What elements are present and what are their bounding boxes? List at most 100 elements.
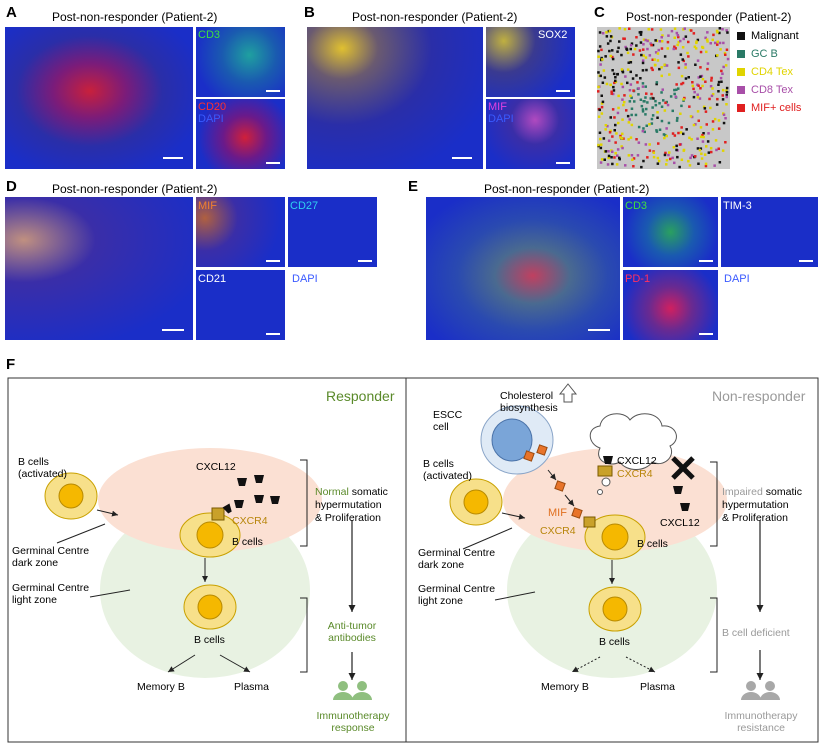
cell-dot [624, 164, 627, 167]
cd21-tag: CD21 [198, 273, 227, 285]
cell-dot [643, 130, 646, 134]
legend-item: Malignant [737, 30, 799, 42]
resp-dark-zone [98, 448, 322, 552]
cell-dot [687, 40, 690, 44]
cell-dot [715, 103, 719, 106]
cell-dot [648, 123, 651, 126]
cell-dot [607, 150, 610, 153]
cell-dot [598, 45, 602, 48]
cell-dot [641, 85, 645, 88]
cell-dot [697, 76, 700, 79]
cell-dot [598, 131, 602, 134]
cell-dot [725, 103, 728, 106]
cell-dot [642, 38, 646, 41]
cell-dot [651, 58, 654, 61]
cell-dot [691, 84, 694, 88]
cell-dot [610, 90, 613, 93]
cell-dot [617, 94, 620, 98]
cell-dot [635, 44, 638, 47]
panel-e-tim3-image: TIM-3 [721, 197, 818, 267]
cell-dot [642, 54, 645, 57]
cell-dot [696, 96, 700, 99]
cell-dot [699, 75, 702, 78]
cell-dot [709, 85, 713, 88]
cell-dot [711, 120, 715, 123]
cell-dot [680, 82, 683, 86]
cell-dot [629, 61, 633, 64]
cell-dot [650, 66, 653, 70]
cell-dot [650, 28, 654, 31]
panel-c-spatial-map [597, 27, 730, 169]
cell-dot [617, 121, 620, 125]
cell-dot [703, 107, 707, 110]
cell-dot [711, 38, 714, 42]
cell-dot [606, 124, 609, 128]
cell-dot [623, 37, 626, 40]
cell-dot [707, 151, 711, 154]
cell-dot [642, 159, 645, 163]
cell-dot [621, 146, 624, 150]
cell-dot [718, 31, 721, 35]
cell-dot [639, 98, 643, 101]
cell-dot [682, 149, 685, 152]
cell-dot [702, 132, 705, 135]
cell-dot [657, 48, 660, 52]
cell-dot [719, 48, 722, 51]
cell-dot [629, 44, 633, 47]
cell-dot [660, 40, 664, 43]
cell-dot [636, 81, 639, 84]
cell-dot [709, 106, 712, 110]
cell-dot [684, 66, 687, 69]
cell-dot [654, 103, 658, 107]
cell-dot [620, 53, 623, 57]
cell-dot [624, 75, 627, 78]
legend-item: GC B [737, 48, 778, 60]
cell-dot [605, 31, 608, 34]
cell-dot [597, 71, 600, 74]
cell-dot [648, 149, 652, 152]
cell-dot [688, 136, 691, 140]
cell-dot [597, 85, 600, 89]
cell-dot [611, 55, 614, 59]
cell-dot [666, 103, 670, 107]
cell-dot [726, 31, 729, 34]
cell-dot [600, 102, 604, 105]
panel-e-pd1-image: PD-1 [623, 270, 718, 340]
cell-dot [628, 89, 632, 92]
cell-dot [679, 131, 683, 134]
cell-dot [599, 161, 603, 164]
cell-dot [609, 54, 612, 58]
cell-dot [630, 107, 634, 110]
cell-dot [641, 69, 645, 72]
cell-dot [673, 92, 676, 96]
cell-dot [684, 77, 688, 80]
cell-dot [620, 145, 623, 148]
cell-dot [681, 81, 685, 85]
cell-dot [631, 158, 634, 161]
cell-dot [682, 99, 685, 102]
cell-dot [598, 31, 602, 34]
cell-dot [626, 114, 630, 118]
cell-dot [646, 101, 649, 104]
cell-dot [611, 162, 614, 166]
cell-dot [611, 69, 614, 72]
cell-dot [677, 40, 680, 44]
resp-prolif: & Proliferation [315, 512, 381, 524]
cell-dot [673, 36, 676, 39]
cell-dot [701, 46, 705, 49]
cell-dot [648, 54, 652, 57]
cell-dot [659, 28, 663, 31]
cell-dot [674, 95, 677, 98]
cell-dot [677, 131, 680, 135]
cell-dot [675, 144, 678, 148]
cell-dot [652, 97, 655, 100]
panel-e-cd3-image: CD3 [623, 197, 718, 267]
cell-dot [642, 127, 645, 130]
cell-dot [725, 93, 728, 97]
cell-dot [600, 112, 604, 115]
cell-dot [626, 68, 630, 71]
cell-dot [721, 88, 725, 92]
cell-dot [637, 125, 641, 129]
cell-dot [645, 92, 648, 95]
